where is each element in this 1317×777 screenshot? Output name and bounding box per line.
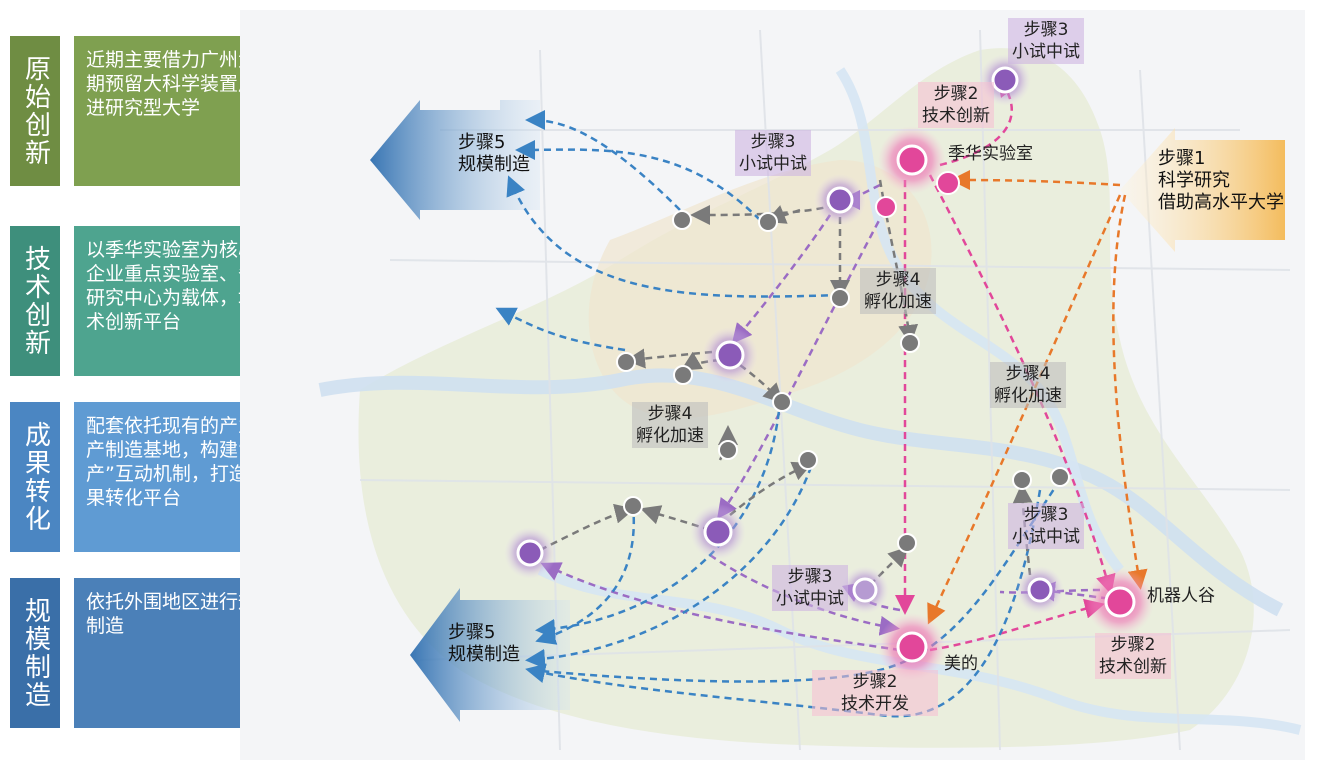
label-step5-top: 步骤5 规模制造 [458, 132, 530, 175]
step1-arrow [1120, 128, 1285, 252]
label-step3-bottom: 步骤3 小试中试 [772, 565, 848, 611]
stage-title-tech: 技术创新 [10, 226, 60, 376]
label-step4-c: 步骤4 孵化加速 [632, 402, 708, 448]
label-step3-top: 步骤3 小试中试 [1008, 18, 1084, 64]
label-step3-mid: 步骤3 小试中试 [735, 130, 811, 176]
step5-bottom-arrow [410, 588, 570, 722]
stage-title-transfer: 成果转化 [10, 402, 60, 552]
label-step3-right: 步骤3 小试中试 [1008, 503, 1084, 549]
label-step5-bottom: 步骤5 规模制造 [448, 622, 520, 665]
stage-title-manufacture: 规模制造 [10, 578, 60, 728]
river [318, 368, 1284, 617]
label-step4-a: 步骤4 孵化加速 [860, 268, 936, 314]
label-meidi: 美的 [944, 654, 978, 674]
label-robot: 机器人谷 [1147, 586, 1215, 606]
river-north [835, 67, 1124, 574]
step5-top-arrow [370, 100, 540, 220]
label-step2-right: 步骤2 技术创新 [1095, 633, 1171, 679]
label-step1: 步骤1 科学研究 借助高水平大学 [1158, 148, 1284, 213]
label-step2-bottom: 步骤2 技术开发 [812, 670, 938, 716]
label-step2-top: 步骤2 技术创新 [918, 82, 994, 128]
stage-title-original: 原始创新 [10, 36, 60, 186]
label-step4-b: 步骤4 孵化加速 [990, 362, 1066, 408]
label-jihua: 季华实验室 [948, 144, 1033, 164]
